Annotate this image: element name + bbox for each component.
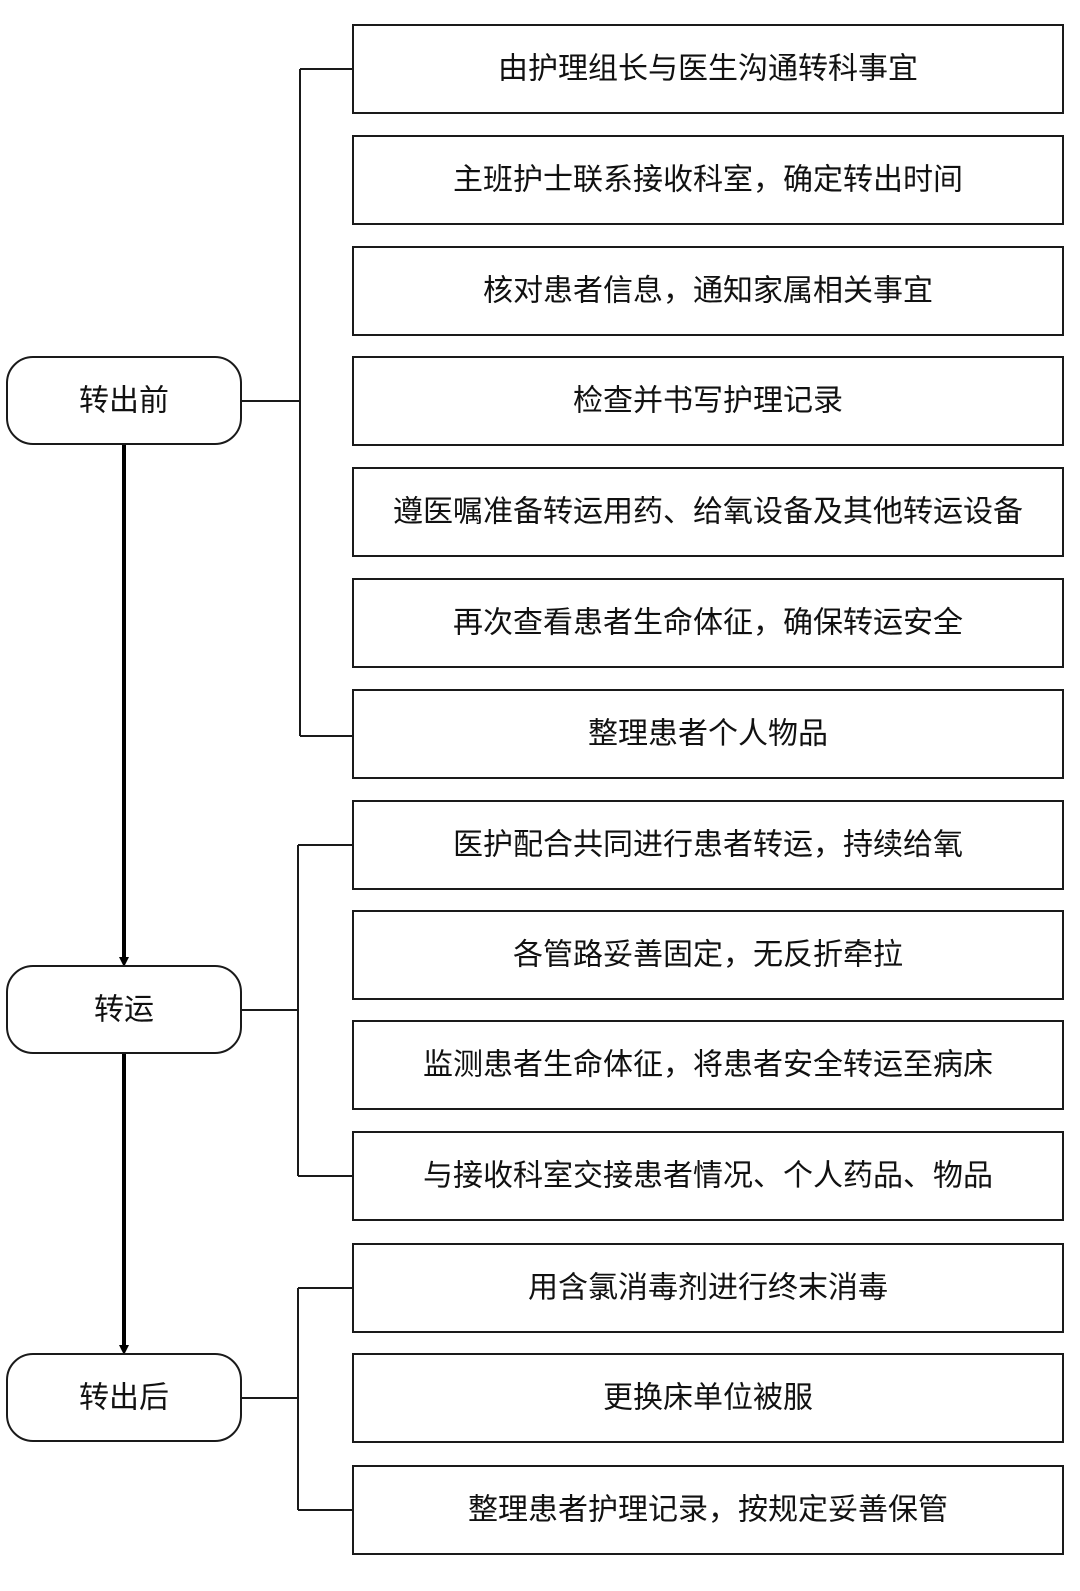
step-transport-4: 与接收科室交接患者情况、个人药品、物品 xyxy=(352,1131,1064,1221)
step-before-3: 核对患者信息，通知家属相关事宜 xyxy=(352,246,1064,336)
step-text: 由护理组长与医生沟通转科事宜 xyxy=(498,52,918,87)
stage-after-transfer: 转出后 xyxy=(6,1287,353,1511)
step-after-1: 用含氯消毒剂进行终末消毒 xyxy=(352,1243,1064,1333)
step-text: 更换床单位被服 xyxy=(603,1381,813,1416)
step-before-1: 由护理组长与医生沟通转科事宜 xyxy=(352,24,1064,114)
step-text: 遵医嘱准备转运用药、给氧设备及其他转运设备 xyxy=(393,495,1023,530)
stage-before-transfer: 转出前 xyxy=(6,68,353,737)
stage-label: 转出前 xyxy=(79,384,169,419)
step-after-3: 整理患者护理记录，按规定妥善保管 xyxy=(352,1465,1064,1555)
bracket-connector xyxy=(241,68,353,737)
step-before-4: 检查并书写护理记录 xyxy=(352,356,1064,446)
step-text: 与接收科室交接患者情况、个人药品、物品 xyxy=(423,1159,993,1194)
step-transport-2: 各管路妥善固定，无反折牵拉 xyxy=(352,910,1064,1000)
bracket-connector xyxy=(241,1287,353,1511)
step-text: 核对患者信息，通知家属相关事宜 xyxy=(483,274,933,309)
bracket-connector xyxy=(241,844,353,1177)
step-after-2: 更换床单位被服 xyxy=(352,1353,1064,1443)
step-text: 再次查看患者生命体征，确保转运安全 xyxy=(453,606,963,641)
step-text: 医护配合共同进行患者转运，持续给氧 xyxy=(453,828,963,863)
stage-label: 转运 xyxy=(94,993,154,1028)
stage-transport: 转运 xyxy=(6,844,353,1177)
step-before-5: 遵医嘱准备转运用药、给氧设备及其他转运设备 xyxy=(352,467,1064,557)
step-before-6: 再次查看患者生命体征，确保转运安全 xyxy=(352,578,1064,668)
step-text: 整理患者护理记录，按规定妥善保管 xyxy=(468,1493,948,1528)
step-text: 监测患者生命体征，将患者安全转运至病床 xyxy=(423,1048,993,1083)
step-text: 用含氯消毒剂进行终末消毒 xyxy=(528,1271,888,1306)
step-text: 检查并书写护理记录 xyxy=(573,384,843,419)
step-text: 各管路妥善固定，无反折牵拉 xyxy=(513,938,903,973)
step-text: 主班护士联系接收科室，确定转出时间 xyxy=(453,163,963,198)
step-before-7: 整理患者个人物品 xyxy=(352,689,1064,779)
step-transport-1: 医护配合共同进行患者转运，持续给氧 xyxy=(352,800,1064,890)
step-text: 整理患者个人物品 xyxy=(588,717,828,752)
step-transport-3: 监测患者生命体征，将患者安全转运至病床 xyxy=(352,1020,1064,1110)
stage-label: 转出后 xyxy=(79,1381,169,1416)
step-before-2: 主班护士联系接收科室，确定转出时间 xyxy=(352,135,1064,225)
